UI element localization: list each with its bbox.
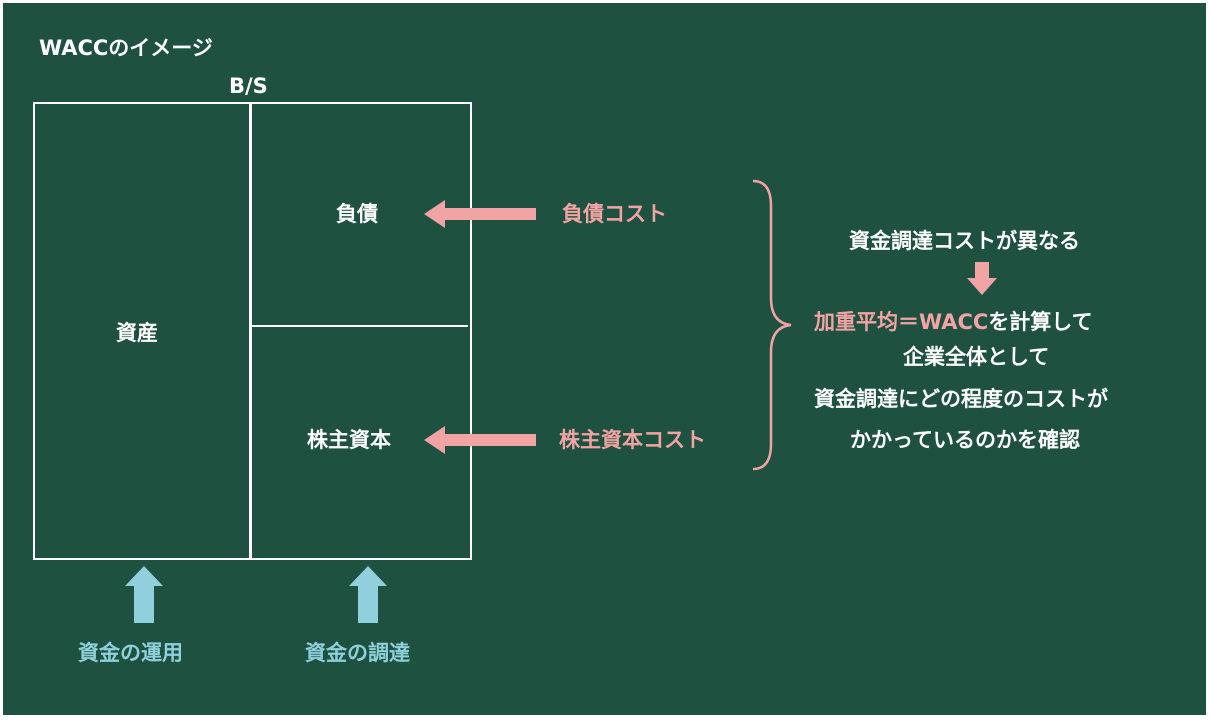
balance-sheet-box [33,102,472,560]
funds-raise-label: 資金の調達 [305,641,410,665]
explanation-line-2-rest: を計算して [988,310,1093,334]
equity-label: 株主資本 [307,428,391,452]
funds-use-up-arrow-icon [125,566,163,623]
down-arrow-icon [967,262,997,295]
debt-cost-label: 負債コスト [562,202,667,226]
balance-sheet-label: B/S [229,74,268,98]
funds-use-label: 資金の運用 [78,641,183,665]
explanation-line-4: 資金調達にどの程度のコストが [814,387,1108,411]
balance-sheet-right-divider [250,325,468,327]
debt-cost-arrow-icon [424,200,536,228]
balance-sheet-center-divider [249,102,252,558]
diagram-title: WACCのイメージ [39,36,213,60]
chalkboard: WACCのイメージ B/S 資産 負債 株主資本 負債コスト 株主資本コスト 資… [3,3,1206,715]
funds-raise-up-arrow-icon [349,566,387,623]
wacc-highlight: 加重平均＝WACC [814,310,989,334]
explanation-line-3: 企業全体として [903,345,1050,369]
curly-brace-icon [752,179,792,471]
explanation-line-5: かかっているのかを確認 [850,428,1080,452]
assets-label: 資産 [116,321,158,345]
equity-cost-label: 株主資本コスト [559,428,706,452]
equity-cost-arrow-icon [424,426,536,454]
liabilities-label: 負債 [336,202,378,226]
explanation-line-2: 加重平均＝WACCを計算して [814,312,1093,333]
explanation-line-1: 資金調達コストが異なる [849,229,1080,253]
